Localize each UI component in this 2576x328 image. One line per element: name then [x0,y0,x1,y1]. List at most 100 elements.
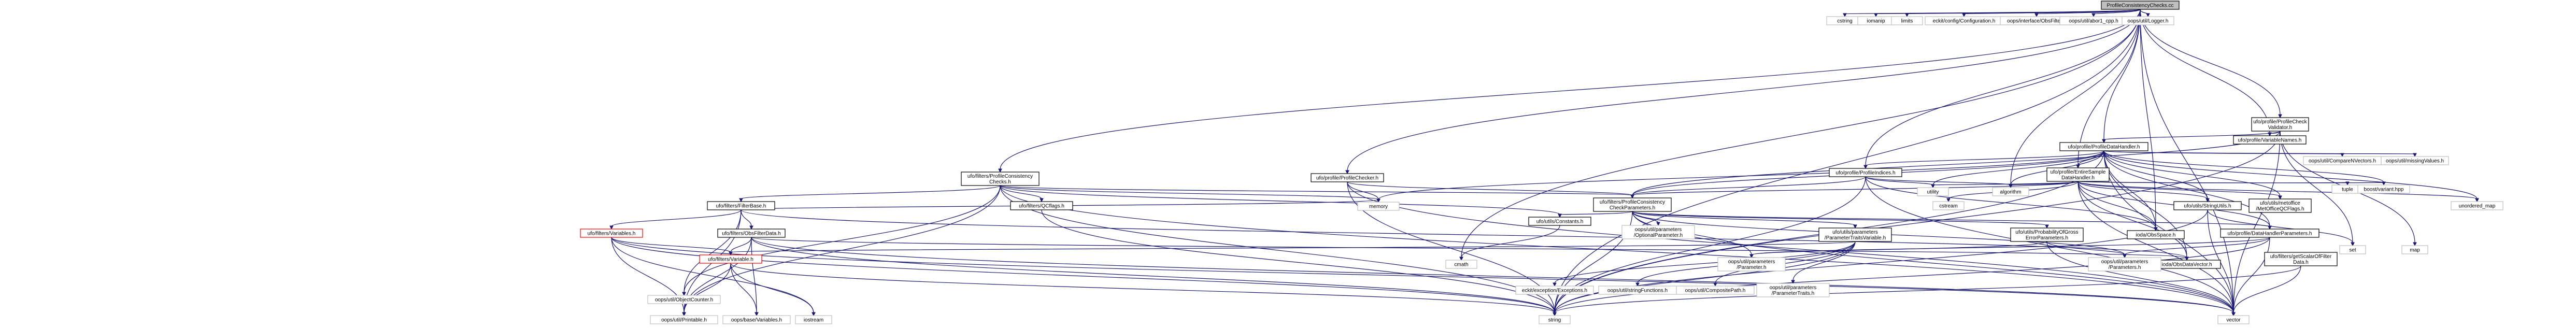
node-box [2451,201,2503,210]
node-oops-param-h: oops/util/parameters/Parameter.h [1717,257,1786,272]
node-filter-base-h[interactable]: ufo/filters/FilterBase.h [707,201,775,210]
include-edge [2103,9,2141,140]
include-edge [751,237,757,313]
node-variables-h[interactable]: ufo/filters/Variables.h [580,229,643,238]
node-label: oops/util/CompositePath.h [1685,288,1746,294]
edge-arrowhead [2278,114,2282,119]
edge-arrowhead [2102,139,2106,144]
edge-arrowhead [682,292,686,296]
node-profile-data-handler-h[interactable]: ufo/profile/ProfileDataHandler.h [2059,142,2148,151]
node-box [650,315,718,324]
include-edge [1751,237,2270,255]
node-box [1917,187,1949,196]
node-cmath: cmath [1445,260,1477,269]
node-box [1829,168,1902,177]
edge-arrowhead [739,198,743,203]
edge-arrowhead [2345,181,2350,186]
node-constants-h[interactable]: ufo/utils/Constants.h [1528,217,1591,226]
node-label: cstream [1939,204,1958,209]
node-ioda-obsdatavector[interactable]: ioda/ObsDataVector.h [2153,260,2221,269]
node-label: memory [1369,204,1388,210]
node-label: ufo/filters/ObsFilterData.h [722,231,780,237]
node-prob-gross-error-h[interactable]: ufo/utils/ProbabilityOfGrossErrorParamet… [2010,227,2084,242]
include-edge [1041,209,1555,313]
include-edge [1461,9,2141,258]
node-box [1357,202,1400,211]
include-edge [730,237,752,253]
node-string-utils-h[interactable]: ufo/utils/StringUtils.h [2173,201,2242,210]
node-label: Checks.h [989,179,1011,185]
node-label: oops/util/abor1_cpp.h [2069,19,2118,24]
node-label: oops/util/ObjectCounter.h [655,297,713,303]
node-pc-check-params-h[interactable]: ufo/filters/ProfileConsistencyCheckParam… [1593,197,1672,212]
include-edge [1000,185,2234,313]
include-edge [1347,181,1633,196]
include-edge [2207,209,2353,244]
node-label: oops/util/parameters [1770,285,1817,291]
include-edge [2233,237,2270,313]
node-box [1818,227,1892,242]
node-label: set [2349,248,2356,253]
node-box [2381,156,2449,165]
node-label: cmath [1454,262,1468,268]
include-edge [2046,241,2125,255]
edge-arrowhead [1946,198,1951,203]
include-edge [730,263,1555,313]
node-label: /OptionalParameter.h [1634,233,1683,238]
node-variable-h[interactable]: ufo/filters/Variable.h [699,254,762,264]
include-edge [2010,9,2141,186]
node-obs-space-h[interactable]: ioda/ObsSpace.h [2127,230,2185,239]
node-label: oops/util/parameters [1635,227,1682,233]
node-label: /ParameterTraits.h [1772,291,1814,296]
node-root[interactable]: ProfileConsistencyChecks.cc [2101,1,2180,10]
node-label: utility [1927,190,1939,195]
node-label: string [1548,318,1561,323]
node-qc-flags-h[interactable]: ufo/filters/QCflags.h [1010,201,1073,210]
edge-arrowhead [1863,165,1868,169]
node-variable-names-h[interactable]: ufo/profile/VariableNames.h [2233,135,2307,145]
node-box [2233,135,2307,145]
node-label: ufo/utils/ProbabilityOfGross [2015,230,2078,235]
edge-arrowhead [729,251,733,256]
node-label: ProfileConsistencyChecks.cc [2107,3,2174,9]
include-edge [1554,131,2281,313]
node-pc-checker-h[interactable]: ufo/profile/ProfileChecker.h [1311,173,1384,182]
node-label: vector [2226,318,2241,323]
node-box [2264,252,2338,266]
node-box [2122,16,2174,25]
node-param-traits-var-h[interactable]: ufo/utils/parameters/ParameterTraitsVari… [1818,227,1892,242]
node-metoffice-flags-h[interactable]: ufo/utils/metoffice/MetOfficeQCFlags.h [2248,198,2312,213]
node-obs-filter-data-h[interactable]: ufo/filters/ObsFilterData.h [717,229,786,238]
node-label: ufo/utils/Constants.h [1536,219,1584,225]
node-profile-indices-h[interactable]: ufo/profile/ProfileIndices.h [1829,168,1902,177]
edge-arrowhead [1553,282,1557,287]
edge-arrowhead [2009,184,2013,189]
node-label: /Parameter.h [1737,265,1766,270]
edge-arrowhead [609,225,614,230]
edge-arrowhead [2034,13,2039,18]
node-oops-params-h: oops/util/parameters/Parameters.h [2088,257,2161,272]
node-label: ufo/filters/QCflags.h [1019,204,1064,209]
include-edge [2280,131,2353,244]
node-layer: ProfileConsistencyChecks.cc ufo/filters/P… [580,1,2503,324]
node-label: oops/util/Logger.h [2128,19,2169,24]
include-edge [1932,181,2079,186]
node-box [1593,197,1672,212]
node-profile-dh-params-h[interactable]: ufo/profile/DataHandlerParameters.h [2220,229,2319,238]
node-label: oops/util/Printable.h [661,318,707,323]
include-edge [1554,9,2141,313]
edge-arrowhead [1905,13,1909,18]
include-edge [1554,237,2270,313]
node-box [1539,315,1571,324]
edge-arrowhead [1630,194,1634,199]
node-box [2251,117,2309,132]
node-pc-checks-h[interactable]: ufo/filters/ProfileConsistencyChecks.h [961,172,1040,186]
include-edge [751,237,2187,258]
edge-arrowhead [2413,153,2417,158]
node-oops-printable: oops/util/Printable.h [650,315,718,324]
include-edge [2077,9,2141,166]
node-label: cstring [1837,19,1852,24]
